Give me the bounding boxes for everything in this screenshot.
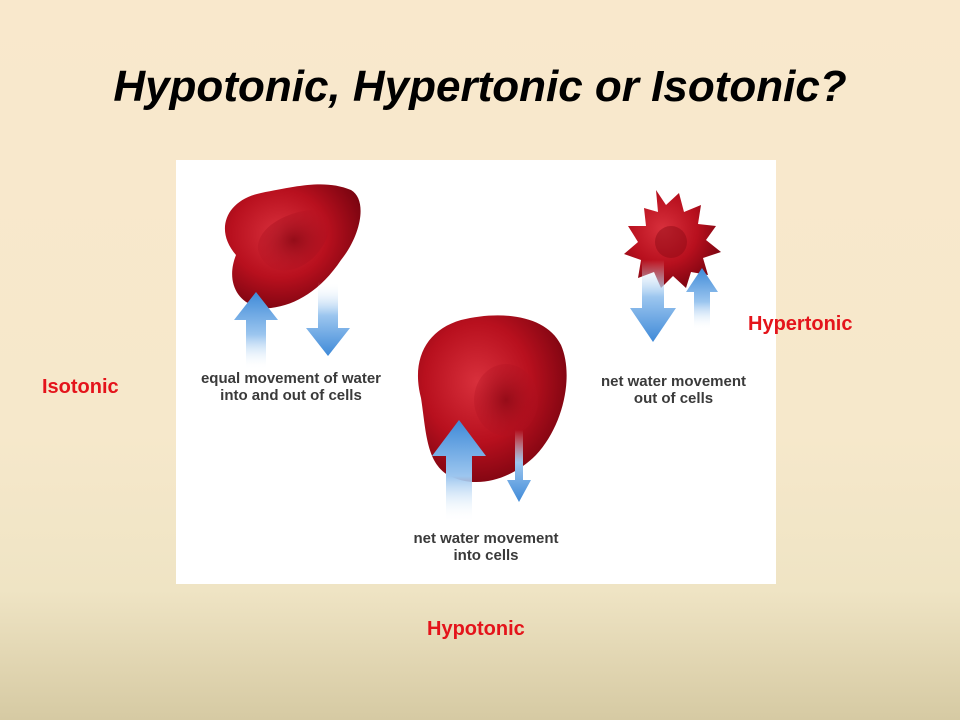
hypertonic-label: Hypertonic	[748, 313, 853, 335]
hypotonic-cell	[417, 315, 567, 483]
hypertonic-caption: net water movement out of cells	[600, 373, 747, 407]
isotonic-label: Isotonic	[42, 376, 119, 398]
diagram-artwork	[224, 184, 721, 522]
hypertonic-cell	[624, 190, 721, 288]
isotonic-caption: equal movement of water into and out of …	[200, 370, 382, 404]
isotonic-outflow-arrow	[306, 282, 350, 356]
hypotonic-inflow-arrow	[432, 420, 486, 522]
osmosis-diagram: equal movement of water into and out of …	[176, 160, 776, 584]
isotonic-inflow-arrow	[234, 292, 278, 370]
hypotonic-caption: net water movement into cells	[413, 530, 559, 564]
hypotonic-outflow-arrow	[507, 430, 531, 502]
hypertonic-outflow-arrow	[630, 260, 676, 342]
slide-title: Hypotonic, Hypertonic or Isotonic?	[113, 62, 847, 111]
hypotonic-label: Hypotonic	[427, 618, 525, 640]
hypertonic-inflow-arrow	[686, 268, 718, 330]
isotonic-cell	[224, 184, 361, 309]
